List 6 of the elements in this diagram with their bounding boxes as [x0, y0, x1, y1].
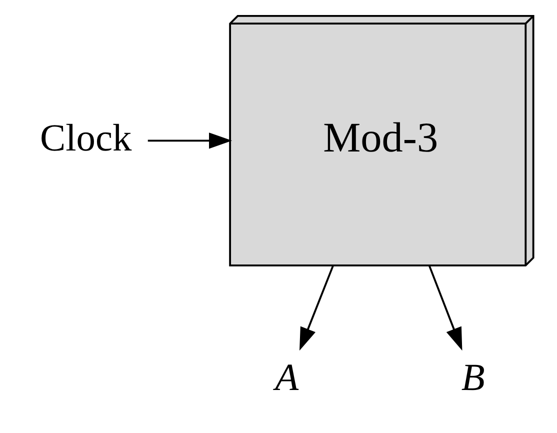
node-text: A: [274, 357, 298, 400]
arrow: [428, 265, 462, 351]
arrow: [147, 132, 232, 149]
arrow: [298, 265, 334, 351]
node-text: B: [460, 357, 484, 400]
node-text: Clock: [40, 117, 132, 160]
